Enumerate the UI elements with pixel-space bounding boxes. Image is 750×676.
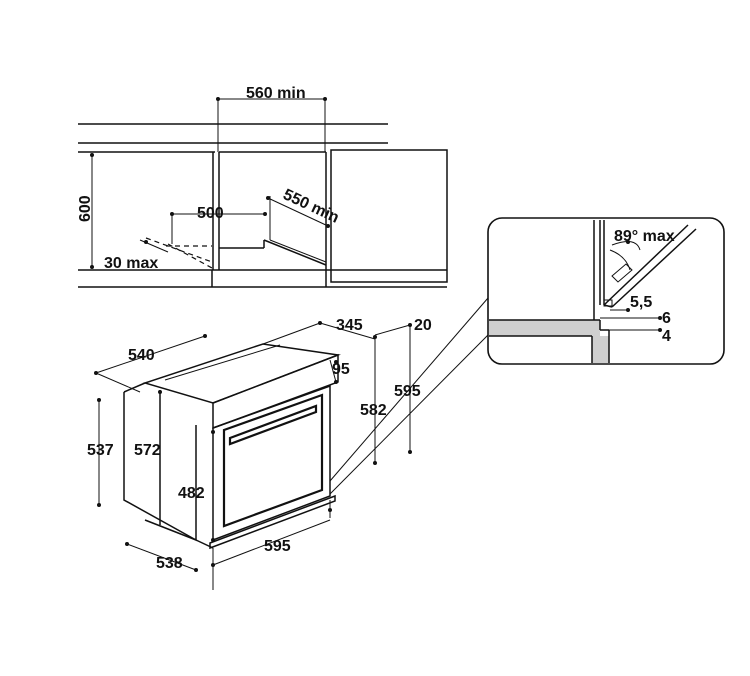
label-oven-side-height: 537 <box>87 442 114 459</box>
label-oven-front-width: 595 <box>264 538 291 555</box>
label-niche-width: 560 min <box>246 85 306 102</box>
label-top-depth: 345 <box>336 317 363 334</box>
label-niche-depth: 550 min <box>280 186 341 227</box>
label-front-height-total: 595 <box>394 383 421 400</box>
label-panel-offset: 95 <box>332 361 350 378</box>
label-back-gap: 30 max <box>104 255 158 272</box>
door-detail-callout <box>487 217 725 365</box>
cabinet-niche <box>78 97 448 288</box>
label-door-angle: 89° max <box>614 228 675 245</box>
label-top-offset: 20 <box>414 317 432 334</box>
oven-dimensions <box>94 297 489 590</box>
label-detail-c: 4 <box>662 328 671 345</box>
label-front-height-inner: 582 <box>360 402 387 419</box>
label-oven-depth-total: 540 <box>128 347 155 364</box>
label-detail-b: 6 <box>662 310 671 327</box>
label-niche-height: 600 <box>77 195 94 222</box>
label-oven-front-height: 572 <box>134 442 161 459</box>
label-oven-body-depth: 538 <box>156 555 183 572</box>
label-niche-inner-width: 500 <box>197 205 224 222</box>
label-detail-a: 5,5 <box>630 294 652 311</box>
label-door-height: 482 <box>178 485 205 502</box>
